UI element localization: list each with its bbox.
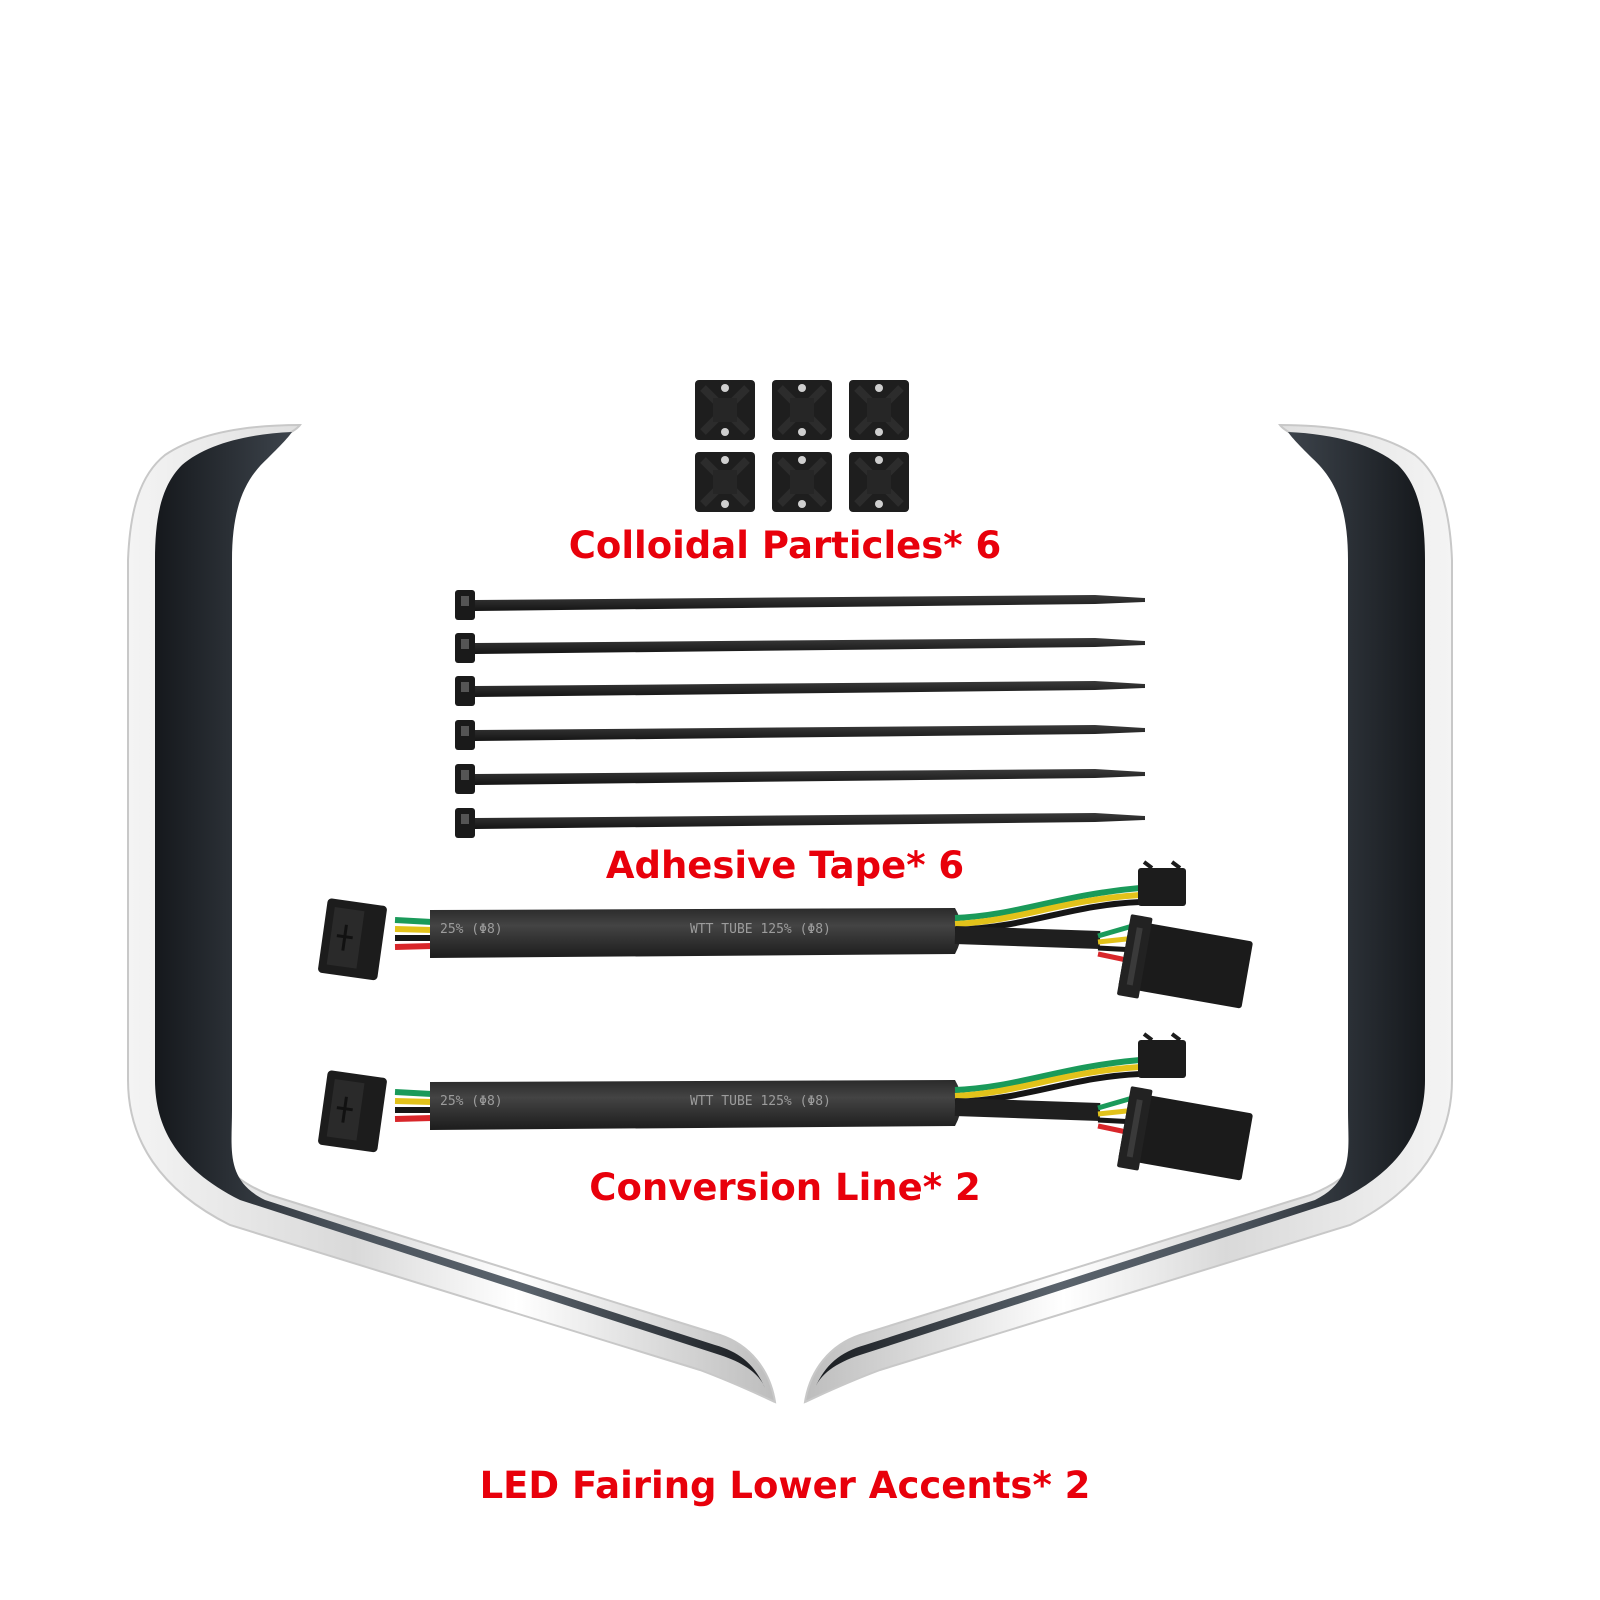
colloidal-particles-group [695, 380, 909, 512]
cable-tie [455, 633, 1145, 663]
cable-tie [455, 808, 1145, 838]
tie-mount [772, 452, 832, 512]
cable-print-left: 25% (Φ8) [440, 1094, 503, 1109]
tie-mount [772, 380, 832, 440]
conversion-line [318, 1032, 1253, 1181]
tie-mount [849, 380, 909, 440]
label-led-fairing-lower-accents: LED Fairing Lower Accents* 2 [479, 1464, 1091, 1507]
cable-ties-group [455, 590, 1145, 838]
led-fairing-accent-right [803, 423, 1453, 1404]
tie-mount [695, 452, 755, 512]
cable-tie [455, 764, 1145, 794]
conversion-line [318, 860, 1253, 1009]
label-colloidal-particles: Colloidal Particles* 6 [568, 524, 1002, 567]
tie-mount [849, 452, 909, 512]
cable-tie [455, 720, 1145, 750]
cable-print-right: WTT TUBE 125% (Φ8) [690, 1094, 831, 1109]
cable-tie [455, 590, 1145, 620]
led-fairing-accent-left [127, 423, 777, 1404]
label-conversion-line: Conversion Line* 2 [589, 1166, 981, 1209]
cable-print-left: 25% (Φ8) [440, 922, 503, 937]
cable-print-right: WTT TUBE 125% (Φ8) [690, 922, 831, 937]
label-adhesive-tape: Adhesive Tape* 6 [605, 844, 965, 887]
tie-mount [695, 380, 755, 440]
cable-tie [455, 676, 1145, 706]
